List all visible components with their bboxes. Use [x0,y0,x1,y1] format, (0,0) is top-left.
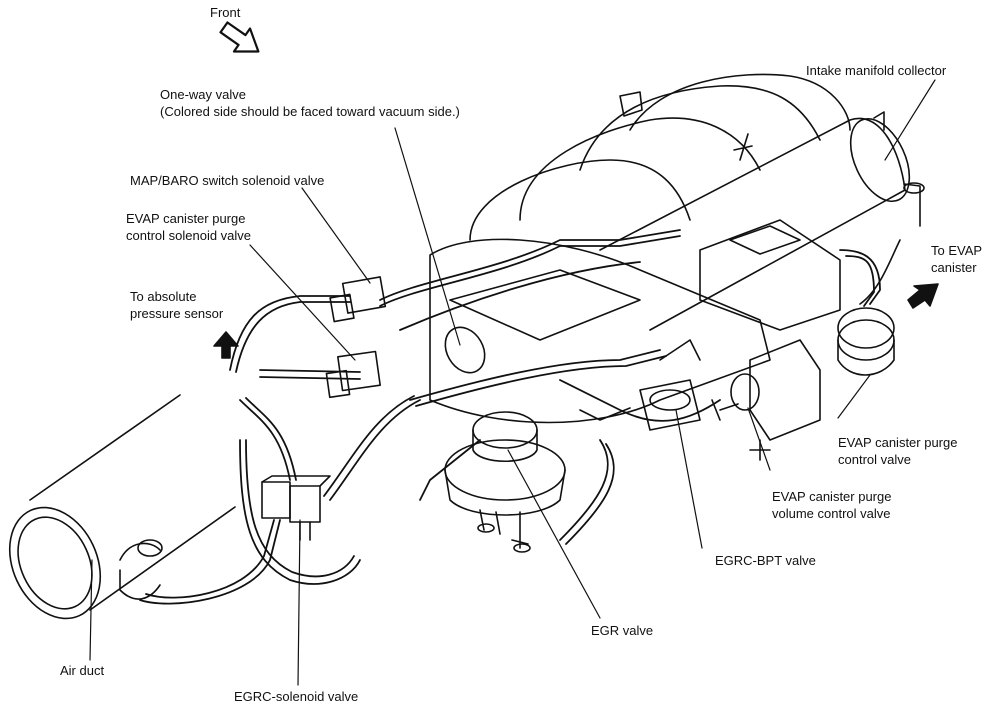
one-way-valve-label: One-way valve (Colored side should be fa… [160,87,460,119]
egrc-bpt-valve-label: EGRC-BPT valve [715,553,816,568]
front-label: Front [210,5,241,20]
up-arrow-icon [213,331,239,359]
air-duct-drawing [8,394,236,620]
throttle-plate [429,219,841,424]
egrc-solenoid-drawing [261,475,331,541]
intake-manifold-collector-label: Intake manifold collector [806,63,947,78]
egrc-bpt-valve-drawing [579,339,701,431]
egrc-solenoid-valve-label: EGRC-solenoid valve [234,689,359,704]
intake-collector [599,91,925,331]
evap-purge-control-valve-label: EVAP canister purge control valve [838,435,958,467]
right-arrow-icon [907,283,939,309]
absolute-pressure-sensor-label: To absolute pressure sensor [130,289,224,321]
evap-purge-volume-valve-label: EVAP canister purge volume control valve [772,489,892,521]
air-duct-label: Air duct [60,663,105,678]
leader-lines [89,79,936,686]
intake-runners [469,73,851,241]
egr-valve-label: EGR valve [591,623,654,638]
evap-purge-volume-valve-drawing [711,339,821,461]
evap-purge-control-valve-drawing [837,239,901,376]
evap-purge-control-solenoid-label: EVAP canister purge control solenoid val… [126,211,252,243]
to-evap-canister-label: To EVAP canister [931,243,983,275]
front-arrow-icon [219,21,260,53]
map-baro-switch-solenoid-label: MAP/BARO switch solenoid valve [130,173,325,188]
vacuum-hoses [139,229,881,605]
egr-valve-drawing [444,411,566,553]
